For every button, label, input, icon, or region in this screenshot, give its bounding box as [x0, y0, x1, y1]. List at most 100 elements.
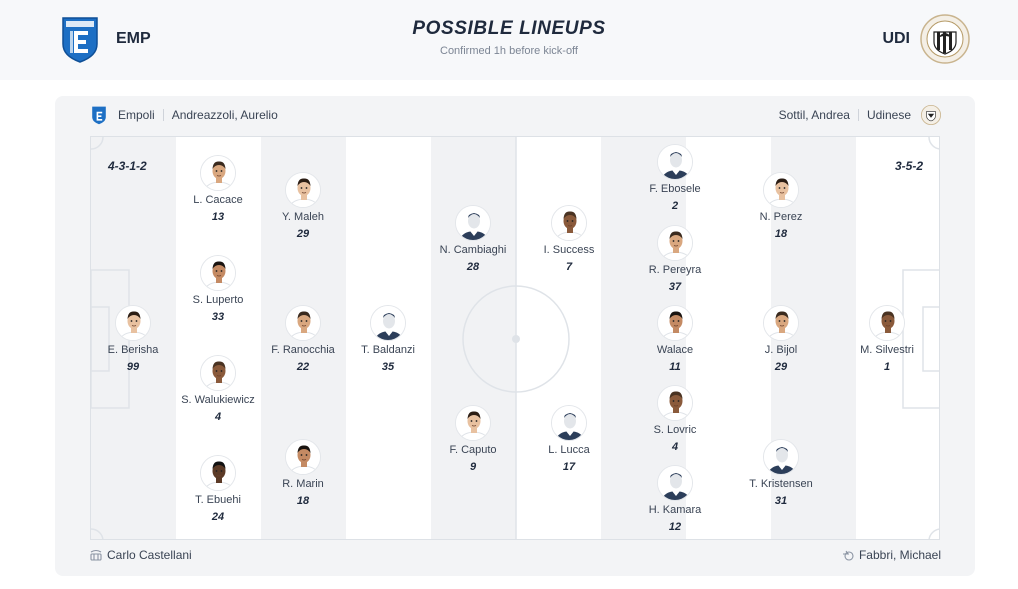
- player-number: 99: [126, 361, 140, 373]
- away-player[interactable]: L. Lucca 17: [514, 405, 624, 473]
- player-photo: [657, 305, 693, 341]
- divider: [162, 109, 164, 121]
- whistle-icon: [842, 550, 854, 561]
- away-player[interactable]: F. Ebosele 2: [620, 144, 730, 212]
- away-coach-footer[interactable]: Fabbri, Michael: [841, 548, 941, 562]
- player-number: 9: [469, 461, 477, 473]
- player-name: M. Silvestri: [860, 344, 914, 356]
- player-photo: [551, 205, 587, 241]
- home-team-name[interactable]: Empoli: [118, 108, 155, 122]
- home-player[interactable]: F. Ranocchia 22: [248, 305, 358, 373]
- away-player[interactable]: I. Success 7: [514, 205, 624, 273]
- player-photo: [115, 305, 151, 341]
- player-name: S. Walukiewicz: [181, 394, 255, 406]
- player-silhouette-icon: [763, 439, 799, 475]
- player-name: Walace: [656, 344, 694, 356]
- away-coach-name: Fabbri, Michael: [858, 548, 941, 562]
- player-photo: [455, 405, 491, 441]
- home-team-header[interactable]: EMP: [60, 14, 151, 64]
- away-player[interactable]: M. Silvestri 1: [832, 305, 939, 373]
- player-name: T. Kristensen: [749, 478, 813, 490]
- player-silhouette-icon: [455, 205, 491, 241]
- player-number: 31: [774, 495, 788, 507]
- player-number: 37: [668, 281, 682, 293]
- page-subtitle: Confirmed 1h before kick-off: [440, 45, 578, 57]
- player-name: H. Kamara: [648, 504, 702, 516]
- home-player[interactable]: E. Berisha 99: [91, 305, 188, 373]
- player-name: L. Lucca: [548, 444, 590, 456]
- player-photo: [657, 225, 693, 261]
- player-silhouette-icon: [370, 305, 406, 341]
- home-player[interactable]: S. Luperto 33: [163, 255, 273, 323]
- home-coach-footer[interactable]: Carlo Castellani: [89, 548, 192, 562]
- player-name: I. Success: [543, 244, 595, 256]
- empoli-crest-icon: [92, 106, 106, 125]
- away-team-row: Sottil, Andrea Udinese: [779, 104, 941, 126]
- player-name: S. Luperto: [192, 294, 244, 306]
- player-name: R. Marin: [282, 478, 324, 490]
- coach-icon: [90, 549, 102, 561]
- player-number: 13: [211, 211, 225, 223]
- player-photo: [285, 439, 321, 475]
- away-player[interactable]: H. Kamara 12: [620, 465, 730, 533]
- player-number: 29: [296, 228, 310, 240]
- player-name: N. Perez: [759, 211, 803, 223]
- lineup-card: Empoli Andreazzoli, Aurelio Sottil, Andr…: [55, 96, 975, 576]
- lineup-header: EMP POSSIBLE LINEUPS Confirmed 1h before…: [0, 0, 1018, 80]
- player-silhouette-icon: [657, 144, 693, 180]
- player-number: 4: [214, 411, 222, 423]
- player-number: 33: [211, 311, 225, 323]
- player-name: Y. Maleh: [282, 211, 324, 223]
- player-number: 17: [562, 461, 576, 473]
- player-number: 22: [296, 361, 310, 373]
- player-name: F. Ranocchia: [271, 344, 335, 356]
- player-photo: [200, 255, 236, 291]
- player-number: 1: [883, 361, 891, 373]
- player-silhouette-icon: [657, 465, 693, 501]
- player-name: E. Berisha: [107, 344, 159, 356]
- home-formation: 4-3-1-2: [108, 159, 147, 173]
- udinese-crest-icon: [920, 14, 970, 64]
- page-title: POSSIBLE LINEUPS: [412, 18, 606, 39]
- player-name: F. Ebosele: [649, 183, 701, 195]
- player-photo: [657, 385, 693, 421]
- away-player[interactable]: T. Kristensen 31: [726, 439, 836, 507]
- player-number: 28: [466, 261, 480, 273]
- player-number: 24: [211, 511, 225, 523]
- player-number: 18: [296, 495, 310, 507]
- player-photo: [285, 305, 321, 341]
- away-player[interactable]: J. Bijol 29: [726, 305, 836, 373]
- udinese-crest-icon: [921, 105, 941, 125]
- player-number: 35: [381, 361, 395, 373]
- away-team-code: UDI: [882, 30, 910, 47]
- player-photo: [763, 305, 799, 341]
- player-number: 2: [671, 200, 679, 212]
- home-manager[interactable]: Andreazzoli, Aurelio: [171, 108, 278, 122]
- player-number: 12: [668, 521, 682, 533]
- away-manager[interactable]: Sottil, Andrea: [778, 108, 850, 122]
- away-team-name[interactable]: Udinese: [866, 108, 911, 122]
- player-photo: [763, 172, 799, 208]
- player-silhouette-icon: [551, 405, 587, 441]
- home-player[interactable]: S. Walukiewicz 4: [163, 355, 273, 423]
- player-name: J. Bijol: [764, 344, 798, 356]
- player-number: 7: [565, 261, 573, 273]
- away-team-header[interactable]: UDI: [882, 14, 970, 64]
- home-player[interactable]: R. Marin 18: [248, 439, 358, 507]
- home-coach-name: Carlo Castellani: [107, 548, 192, 562]
- divider: [857, 109, 859, 121]
- player-number: 29: [774, 361, 788, 373]
- home-player[interactable]: Y. Maleh 29: [248, 172, 358, 240]
- away-formation: 3-5-2: [894, 159, 923, 173]
- player-photo: [200, 355, 236, 391]
